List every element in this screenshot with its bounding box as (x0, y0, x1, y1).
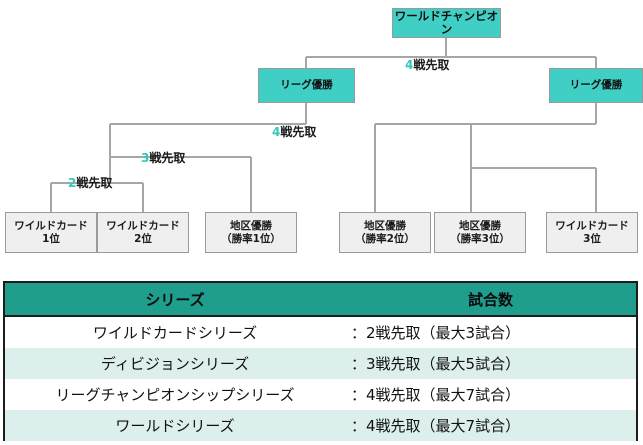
cell-series: ワイルドカードシリーズ (5, 316, 345, 348)
node-label-line1: 地区優勝 (364, 220, 406, 233)
playoff-bracket: ワールドチャンピオン リーグ優勝 リーグ優勝 4戦先取 4戦先取 3戦先取 2戦… (5, 8, 643, 253)
node-label: 地区優勝 （勝率2位） (355, 220, 415, 244)
node-league-winner-right[interactable]: リーグ優勝 (549, 68, 643, 103)
node-label-line2: （勝率1位） (221, 232, 281, 245)
round-label-division-series: 3戦先取 (141, 149, 185, 166)
round-label-wild-card-series: 2戦先取 (68, 174, 112, 191)
node-seed-division-2[interactable]: 地区優勝 （勝率2位） (339, 212, 431, 253)
node-label-line1: 地区優勝 (459, 220, 501, 233)
node-label-line1: ワイルドカード (14, 220, 88, 233)
cell-games: ：4戦先取（最大7試合） (345, 410, 636, 441)
round-label-league-championship: 4戦先取 (272, 123, 316, 140)
column-header-games: 試合数 (345, 283, 636, 317)
round-label-number: 4 (405, 58, 414, 72)
node-world-champion[interactable]: ワールドチャンピオン (392, 8, 501, 38)
round-label-number: 4 (272, 125, 281, 139)
bracket-connector-lines (50, 38, 597, 212)
cell-series: リーグチャンピオンシップシリーズ (5, 379, 345, 410)
node-seed-wildcard-2[interactable]: ワイルドカード 2位 (97, 212, 189, 253)
table-row: ワイルドカードシリーズ ：2戦先取（最大3試合） (5, 316, 636, 348)
cell-series: ワールドシリーズ (5, 410, 345, 441)
node-label-line1: ワイルドカード (106, 220, 180, 233)
cell-games: ：2戦先取（最大3試合） (345, 316, 636, 348)
cell-games: ：3戦先取（最大5試合） (345, 348, 636, 379)
round-label-text: 戦先取 (76, 176, 113, 190)
round-label-text: 戦先取 (149, 151, 186, 165)
node-label: ワイルドカード 3位 (555, 220, 629, 244)
node-label-line2: 2位 (134, 232, 152, 245)
node-label: ワイルドカード 1位 (14, 220, 88, 244)
node-seed-division-3[interactable]: 地区優勝 （勝率3位） (434, 212, 526, 253)
node-label-line1: ワイルドカード (555, 220, 629, 233)
node-label: リーグ優勝 (569, 79, 623, 92)
table-row: リーグチャンピオンシップシリーズ ：4戦先取（最大7試合） (5, 379, 636, 410)
node-label-line2: 1位 (42, 232, 60, 245)
round-label-world-series: 4戦先取 (405, 56, 449, 73)
node-label: リーグ優勝 (280, 79, 333, 92)
series-summary-table: シリーズ 試合数 ワイルドカードシリーズ ：2戦先取（最大3試合） ディビジョン… (3, 281, 638, 441)
node-label-line2: 3位 (583, 232, 601, 245)
round-label-number: 2 (68, 176, 77, 190)
node-label: 地区優勝 （勝率1位） (221, 220, 281, 244)
table-row: ワールドシリーズ ：4戦先取（最大7試合） (5, 410, 636, 441)
round-label-number: 3 (141, 151, 150, 165)
cell-games: ：4戦先取（最大7試合） (345, 379, 636, 410)
column-header-series: シリーズ (5, 283, 345, 317)
node-label-line1: 地区優勝 (230, 220, 272, 233)
node-label: ワールドチャンピオン (394, 8, 499, 36)
round-label-text: 戦先取 (413, 58, 450, 72)
node-label-line2: （勝率3位） (450, 232, 510, 245)
node-label: 地区優勝 （勝率3位） (450, 220, 510, 244)
node-seed-wildcard-3[interactable]: ワイルドカード 3位 (546, 212, 638, 253)
node-seed-division-1[interactable]: 地区優勝 （勝率1位） (205, 212, 297, 253)
cell-series: ディビジョンシリーズ (5, 348, 345, 379)
node-seed-wildcard-1[interactable]: ワイルドカード 1位 (5, 212, 97, 253)
node-label: ワイルドカード 2位 (106, 220, 180, 244)
node-label-line2: （勝率2位） (355, 232, 415, 245)
table-row: ディビジョンシリーズ ：3戦先取（最大5試合） (5, 348, 636, 379)
round-label-text: 戦先取 (280, 125, 317, 139)
node-league-winner-left[interactable]: リーグ優勝 (258, 68, 355, 103)
table-header-row: シリーズ 試合数 (5, 283, 636, 317)
